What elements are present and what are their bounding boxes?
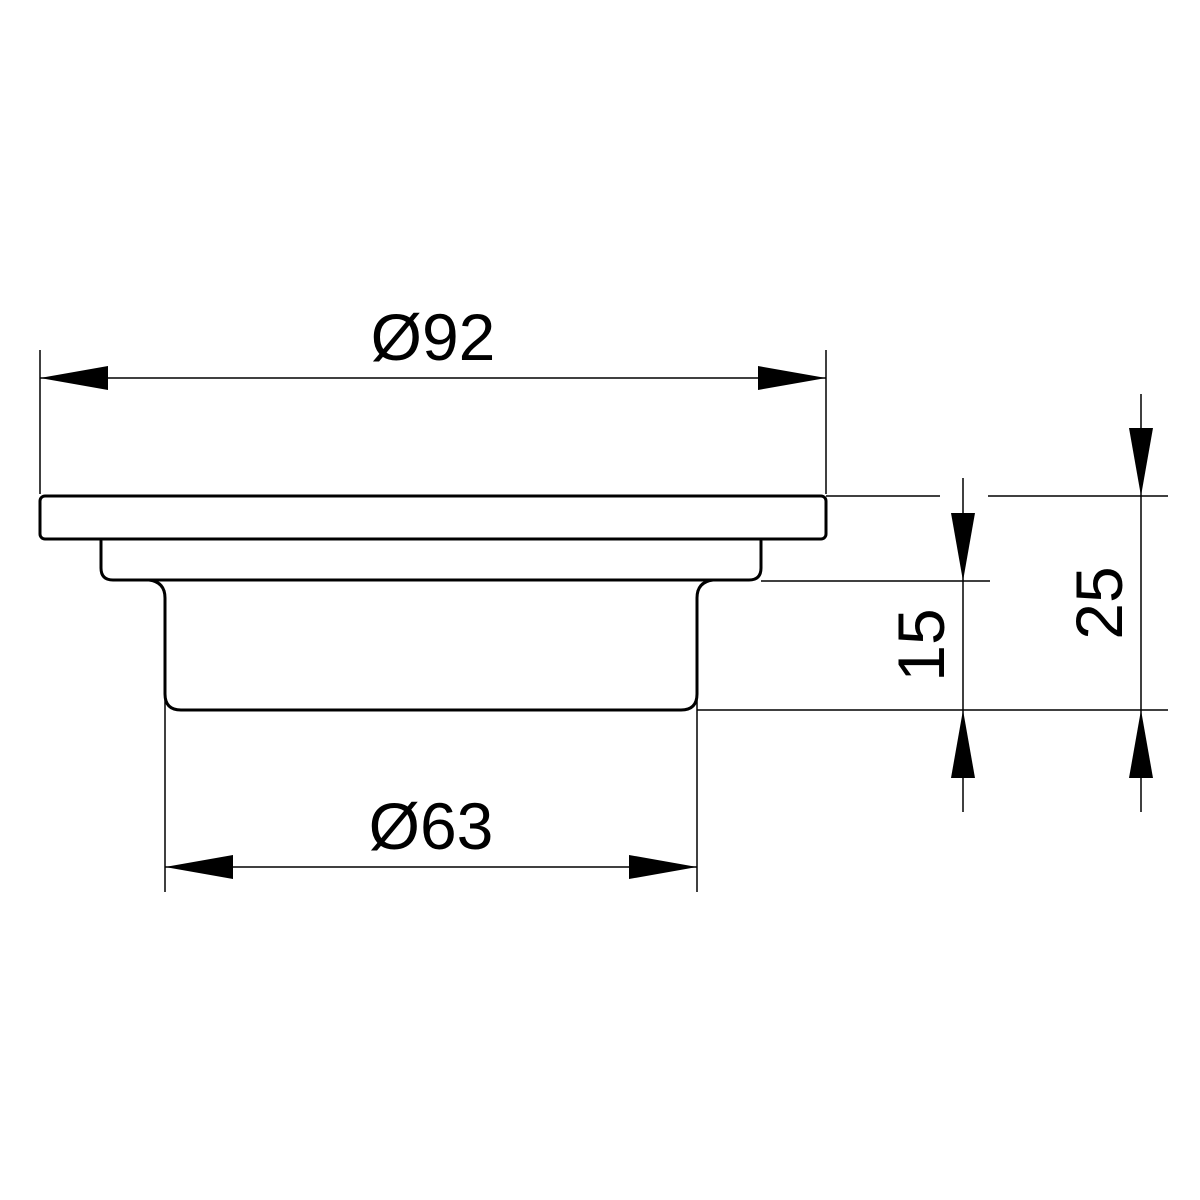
total-height-label: 25 xyxy=(1062,566,1136,639)
dimension-bottom-diameter: Ø63 xyxy=(164,600,698,892)
arrowhead-bottom xyxy=(951,710,975,778)
middle-step xyxy=(99,539,763,582)
bottom-diameter-label: Ø63 xyxy=(369,789,494,863)
part-outline xyxy=(38,494,828,712)
top-flange xyxy=(38,494,828,541)
dimension-top-diameter: Ø92 xyxy=(39,300,827,494)
outlet-body xyxy=(147,578,715,712)
arrowhead-bottom xyxy=(1129,710,1153,778)
arrowhead-top xyxy=(1129,428,1153,496)
inner-height-label: 15 xyxy=(884,608,958,681)
arrowhead-right xyxy=(758,366,826,390)
dimension-inner-height: 15 xyxy=(884,478,975,812)
arrowhead-top xyxy=(951,513,975,581)
height-extension-lines xyxy=(697,495,1168,711)
arrowhead-right xyxy=(629,855,697,879)
arrowhead-left xyxy=(40,366,108,390)
arrowhead-left xyxy=(165,855,233,879)
dimension-total-height: 25 xyxy=(1062,394,1153,812)
top-diameter-label: Ø92 xyxy=(371,300,496,374)
